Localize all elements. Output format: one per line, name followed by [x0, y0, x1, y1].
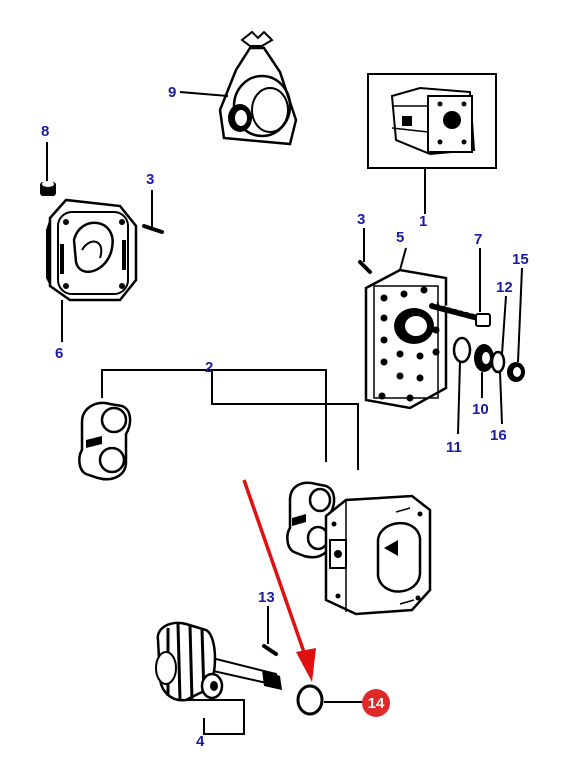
part-3-pin-upper: [142, 190, 164, 234]
part-7-bolt: [429, 248, 491, 327]
label-part-14: 14: [368, 695, 385, 712]
part-3-pin-right: [358, 228, 372, 274]
label-part-11: 11: [446, 439, 462, 456]
label-part-9: 9: [168, 84, 176, 101]
part-8-nut: [40, 142, 56, 196]
label-part-3-upper: 3: [146, 171, 154, 188]
part-9-seal-kit: [179, 30, 298, 146]
bearing-block-right: [286, 481, 336, 559]
part-10-shaft-seal: [474, 344, 494, 398]
part-13-key: [262, 606, 278, 656]
label-part-7: 7: [474, 231, 482, 248]
highlighted-callout-14: 14: [362, 689, 390, 717]
part-12-ring: [490, 295, 507, 425]
part-15-circlip: [507, 267, 525, 382]
label-part-12: 12: [496, 279, 513, 296]
label-part-3-right: 3: [357, 211, 365, 228]
part-14-o-ring: [296, 684, 364, 716]
part-11-washer: [452, 336, 472, 435]
label-part-2: 2: [205, 359, 213, 376]
label-part-13: 13: [258, 589, 275, 606]
pump-body: [324, 494, 432, 616]
part-5-front-flange: [364, 247, 448, 410]
label-part-8: 8: [41, 123, 49, 140]
label-part-6: 6: [55, 345, 63, 362]
part-4-gear-shaft: [155, 621, 282, 735]
part-6-cover-plate: [46, 198, 138, 342]
label-part-1: 1: [419, 213, 427, 230]
label-part-10: 10: [472, 401, 489, 418]
label-part-15: 15: [512, 251, 529, 268]
highlight-arrow: [242, 479, 316, 682]
part-2-bearing-blocks: [78, 369, 432, 616]
label-part-5: 5: [396, 229, 404, 246]
part-1-pump-assembly: [367, 73, 497, 214]
label-part-16: 16: [490, 427, 507, 444]
label-part-4: 4: [196, 733, 205, 750]
bearing-block-left: [78, 401, 132, 481]
